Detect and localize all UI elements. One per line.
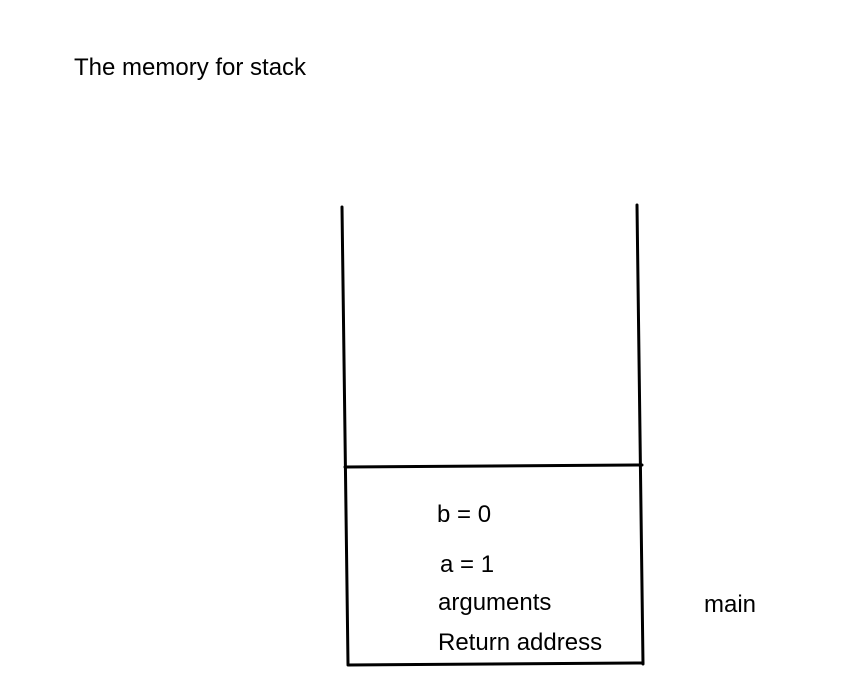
stack-entry-arguments: arguments: [438, 589, 552, 616]
stack-entry-b: b = 0: [437, 501, 492, 528]
stack-left-wall: [340, 205, 350, 666]
stack-frame-top-line: [343, 463, 644, 469]
diagram-title: The memory for stack: [74, 54, 307, 81]
stack-entry-return-address: Return address: [438, 629, 603, 656]
stack-right-wall: [635, 203, 645, 666]
stack-entry-a: a = 1: [440, 551, 495, 578]
stack-frame-label: main: [704, 591, 757, 618]
stack-bottom-line: [346, 661, 645, 667]
